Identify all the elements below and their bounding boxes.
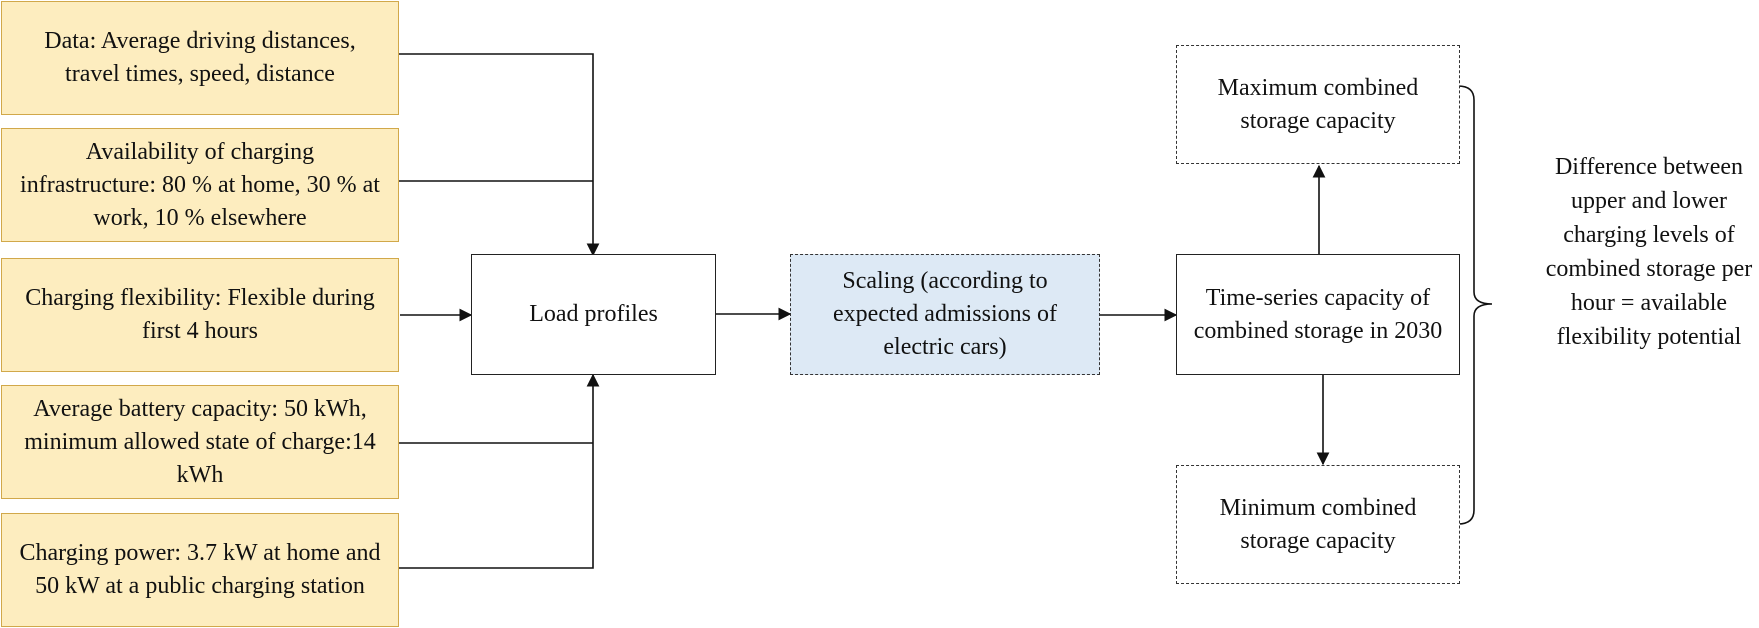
input-box-driving-data: Data: Average driving distances, travel … bbox=[1, 1, 399, 115]
input-box-text: Availability of charging infrastructure:… bbox=[20, 138, 380, 231]
connector-input-5 bbox=[398, 373, 600, 569]
input-box-battery-capacity: Average battery capacity: 50 kWh, minimu… bbox=[1, 385, 399, 499]
time-series-label: Time-series capacity of combined storage… bbox=[1193, 284, 1443, 344]
load-profiles-box: Load profiles bbox=[471, 254, 716, 375]
brace-shape bbox=[1457, 85, 1493, 525]
scaling-box: Scaling (according to expected admission… bbox=[790, 254, 1100, 375]
scaling-label: Scaling (according to expected admission… bbox=[833, 268, 1057, 360]
input-box-text: Average battery capacity: 50 kWh, minimu… bbox=[24, 395, 376, 488]
min-capacity-label: Minimum combined storage capacity bbox=[1219, 494, 1417, 554]
input-box-text: Data: Average driving distances, travel … bbox=[44, 28, 356, 87]
input-box-charging-flexibility: Charging flexibility: Flexible during fi… bbox=[1, 258, 399, 372]
time-series-box: Time-series capacity of combined storage… bbox=[1176, 254, 1460, 375]
input-box-text: Charging power: 3.7 kW at home and 50 kW… bbox=[19, 540, 381, 599]
difference-note: Difference between upper and lower charg… bbox=[1540, 150, 1758, 354]
min-capacity-box: Minimum combined storage capacity bbox=[1176, 465, 1460, 584]
input-box-charging-infrastructure: Availability of charging infrastructure:… bbox=[1, 128, 399, 242]
input-box-text: Charging flexibility: Flexible during fi… bbox=[25, 285, 375, 344]
load-profiles-label: Load profiles bbox=[529, 301, 658, 327]
max-capacity-label: Maximum combined storage capacity bbox=[1217, 74, 1419, 134]
connector-input-1 bbox=[398, 53, 600, 257]
max-capacity-box: Maximum combined storage capacity bbox=[1176, 45, 1460, 164]
difference-note-text: Difference between upper and lower charg… bbox=[1545, 154, 1753, 350]
input-box-charging-power: Charging power: 3.7 kW at home and 50 kW… bbox=[1, 513, 399, 627]
